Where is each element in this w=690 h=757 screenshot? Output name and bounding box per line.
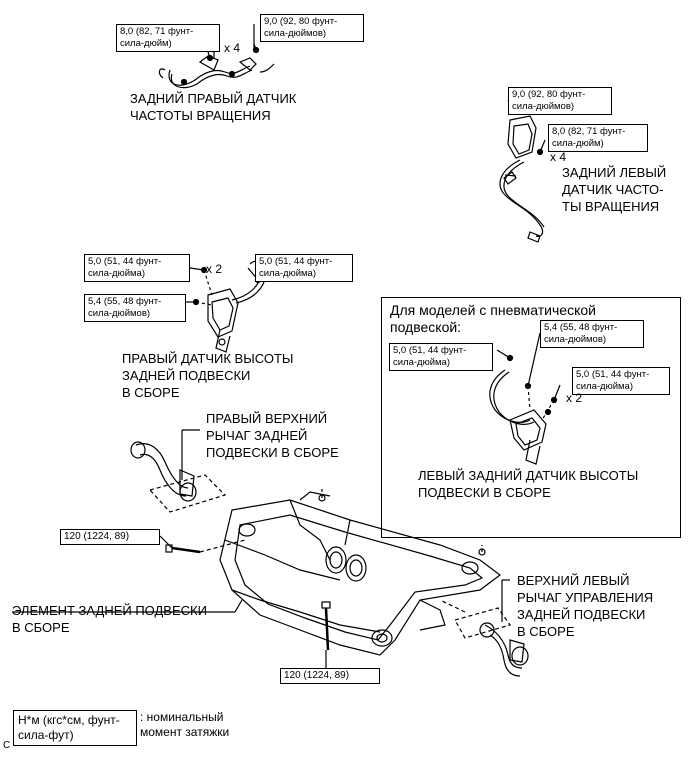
air-suspension-group xyxy=(381,297,681,538)
lh-upper-arm-drawing xyxy=(479,622,529,677)
air-height-sensor-torque-b: 5,0 (51, 44 фунт- сила-дюйма) xyxy=(572,367,670,395)
legend-unit-box: Н*м (кгс*см, фунт- сила-фут) xyxy=(13,710,137,746)
rr-sensor-bolt-torque: 8,0 (82, 71 фунт- сила-дюйм) xyxy=(116,24,220,52)
legend-unit-text: : номинальный момент затяжки xyxy=(140,710,230,739)
member-label: ЭЛЕМЕНТ ЗАДНЕЙ ПОДВЕСКИ В СБОРЕ xyxy=(12,603,207,635)
rh-height-sensor-torque-a: 5,0 (51, 44 фунт- сила-дюйма) xyxy=(84,254,190,282)
rl-sensor-nut-torque: 9,0 (92, 80 фунт- сила-дюймов) xyxy=(508,87,612,115)
rr-sensor-nut-torque: 9,0 (92, 80 фунт- сила-дюймов) xyxy=(260,14,364,42)
rh-height-sensor-label: ПРАВЫЙ ДАТЧИК ВЫСОТЫ ЗАДНЕЙ ПОДВЕСКИ В С… xyxy=(122,351,294,400)
rl-sensor-bolt-torque: 8,0 (82, 71 фунт- сила-дюйм) xyxy=(548,124,648,152)
rl-speed-sensor-drawing xyxy=(499,104,545,243)
rh-height-sensor-torque-c: 5,4 (55, 48 фунт- сила-дюймов) xyxy=(84,294,186,322)
rl-speed-sensor-label: ЗАДНИЙ ЛЕВЫЙ ДАТЧИК ЧАСТО- ТЫ ВРАЩЕНИЯ xyxy=(562,165,667,214)
air-height-sensor-torque-c: 5,4 (55, 48 фунт- сила-дюймов) xyxy=(540,320,644,348)
air-suspension-title: Для моделей с пневматической подвеской: xyxy=(390,302,596,335)
rh-upper-arm-label: ПРАВЫЙ ВЕРХНИЙ РЫЧАГ ЗАДНЕЙ ПОДВЕСКИ В С… xyxy=(206,411,339,460)
air-height-sensor-torque-a: 5,0 (51, 44 фунт- сила-дюйма) xyxy=(389,343,493,371)
lh-height-sensor-drawing xyxy=(489,354,558,465)
rr-speed-sensor-label: ЗАДНИЙ ПРАВЫЙ ДАТЧИК ЧАСТОТЫ ВРАЩЕНИЯ xyxy=(130,91,297,123)
member-bolt-torque-left: 120 (1224, 89) xyxy=(60,529,160,545)
rr-sensor-bolt-qty: x 4 xyxy=(224,41,241,55)
rh-height-sensor-torque-b: 5,0 (51, 44 фунт- сила-дюйма) xyxy=(255,254,353,282)
lh-upper-arm-label: ВЕРХНИЙ ЛЕВЫЙ РЫЧАГ УПРАВЛЕНИЯ ЗАДНЕЙ ПО… xyxy=(517,573,654,639)
air-height-sensor-qty: x 2 xyxy=(566,391,583,405)
rl-sensor-bolt-qty: x 4 xyxy=(550,150,567,164)
rh-height-sensor-qty: x 2 xyxy=(206,262,223,276)
rr-speed-sensor-drawing xyxy=(158,46,275,89)
figure-code: C xyxy=(3,740,11,751)
member-bolt-torque-bottom: 120 (1224, 89) xyxy=(280,668,380,684)
lh-height-sensor-label: ЛЕВЫЙ ЗАДНИЙ ДАТЧИК ВЫСОТЫ ПОДВЕСКИ В СБ… xyxy=(418,468,639,500)
member-drawing xyxy=(219,491,501,656)
rh-upper-arm-drawing xyxy=(130,441,197,502)
